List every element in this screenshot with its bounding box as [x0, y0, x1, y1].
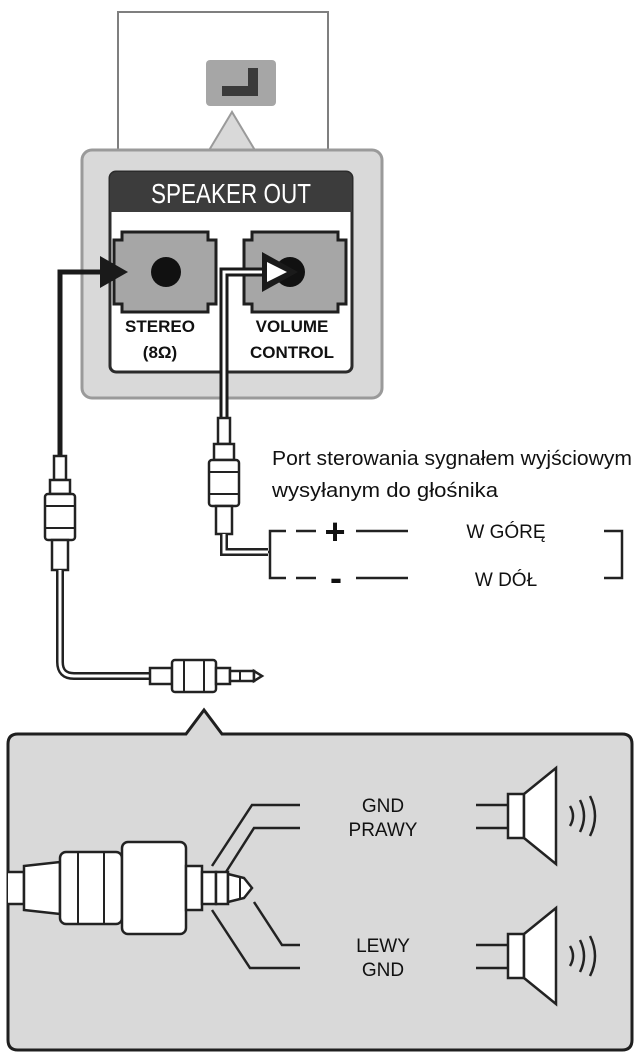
volume-down-label: W DÓŁ [475, 569, 537, 591]
volume-cable-arrow [219, 252, 298, 420]
volume-port-caption-line1: Port sterowania sygnałem wyjściowym [272, 448, 632, 470]
speaker-icon [476, 765, 597, 867]
label-right-channel: PRAWY [349, 820, 418, 841]
volume-cable-plug [207, 416, 268, 556]
detail-plug-icon [8, 840, 254, 936]
speaker-icon [476, 905, 597, 1007]
label-gnd-bottom: GND [362, 960, 404, 981]
minus-symbol: - [330, 557, 342, 598]
volume-up-down-bracket: + - W GÓRĘ W DÓŁ [268, 511, 624, 598]
device [117, 11, 329, 153]
stereo-jack[interactable] [112, 230, 218, 314]
stereo-cable-arrow [57, 256, 128, 460]
volume-label-line1: VOLUME [256, 317, 329, 336]
device-port-icon [206, 60, 276, 106]
plug-detail-box: GND PRAWY LEWY GND [6, 707, 634, 1052]
volume-port-caption-line2: wysyłanym do głośnika [271, 480, 499, 502]
volume-label-line2: CONTROL [250, 343, 334, 362]
stereo-mini-plug [148, 658, 265, 694]
label-gnd-top: GND [362, 796, 404, 817]
stereo-label-line1: STEREO [125, 317, 195, 336]
label-left-channel: LEWY [356, 936, 410, 957]
stereo-cable-plug [43, 454, 150, 680]
plus-symbol: + [324, 511, 345, 552]
panel-header: SPEAKER OUT [151, 178, 311, 209]
stereo-label-line2: (8Ω) [143, 343, 177, 362]
volume-up-label: W GÓRĘ [466, 521, 545, 543]
